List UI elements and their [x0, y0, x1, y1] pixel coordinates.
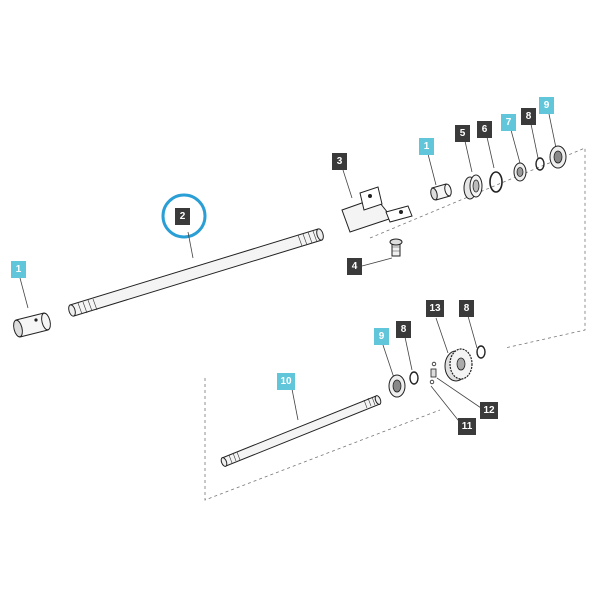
leader-lines: [19, 113, 557, 426]
gear-part: [444, 348, 473, 382]
callout-8-upper[interactable]: 8: [521, 108, 536, 125]
pin-spring-parts: [429, 361, 437, 385]
highlight-ring: [161, 193, 207, 239]
snap-ring-upper: [535, 157, 545, 171]
callout-1-left[interactable]: 1: [11, 261, 26, 278]
bushing-part: [513, 162, 527, 182]
callout-10[interactable]: 10: [277, 373, 295, 390]
bolt-part: [389, 238, 403, 257]
o-ring-part-6: [489, 171, 503, 193]
bearing-upper: [549, 145, 567, 169]
lower-shaft-part: [220, 395, 382, 467]
callout-3[interactable]: 3: [332, 153, 347, 170]
callout-5[interactable]: 5: [455, 125, 470, 142]
long-shaft-part: [68, 228, 324, 317]
callout-9-upper[interactable]: 9: [539, 97, 554, 114]
bracket-part: [341, 186, 413, 233]
collar-part: [463, 174, 483, 200]
sleeve-part-right: [430, 183, 452, 201]
snap-ring-lower-right: [476, 345, 486, 359]
callout-12[interactable]: 12: [480, 402, 498, 419]
callout-7[interactable]: 7: [501, 114, 516, 131]
snap-ring-lower-left: [409, 371, 419, 385]
bearing-lower: [388, 374, 406, 398]
callout-6[interactable]: 6: [477, 121, 492, 138]
callout-11[interactable]: 11: [458, 418, 476, 435]
callout-4[interactable]: 4: [347, 258, 362, 275]
callout-8-lower-right[interactable]: 8: [459, 300, 474, 317]
callout-1-right[interactable]: 1: [419, 138, 434, 155]
callout-2[interactable]: 2: [175, 208, 190, 225]
callout-8-lower-left[interactable]: 8: [396, 321, 411, 338]
sleeve-part-left: [13, 312, 51, 338]
callout-13[interactable]: 13: [426, 300, 444, 317]
callout-9-lower[interactable]: 9: [374, 328, 389, 345]
